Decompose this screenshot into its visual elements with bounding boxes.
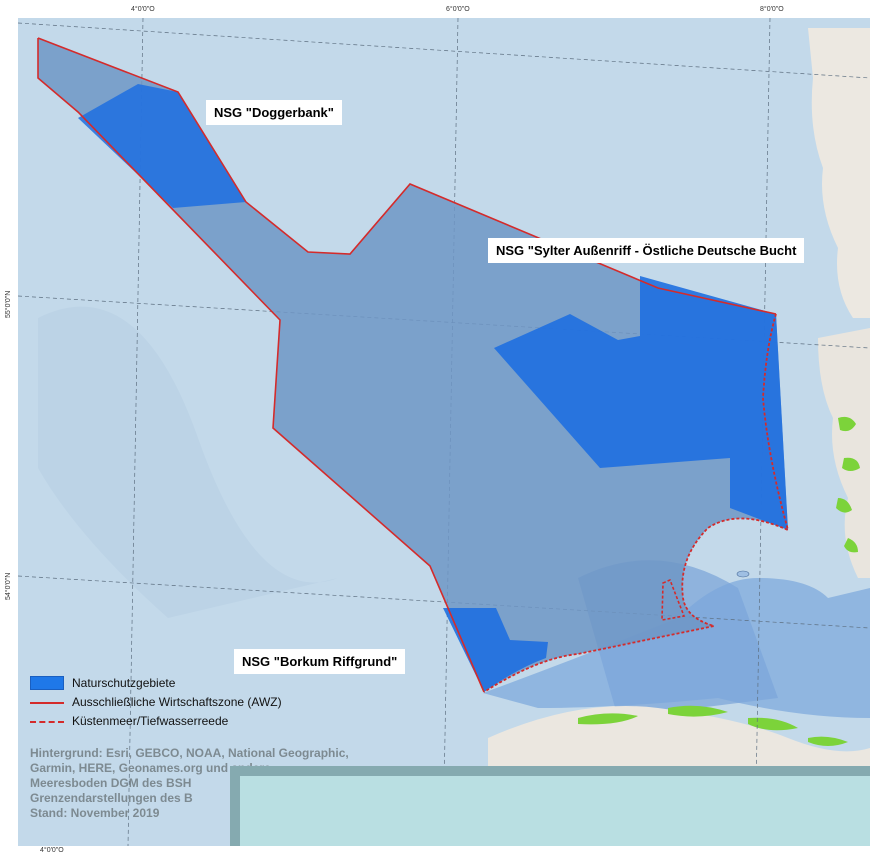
attribution-line: Stand: November 2019: [30, 806, 160, 820]
legend-label: Ausschließliche Wirtschaftszone (AWZ): [72, 694, 282, 709]
attribution-line: Meeresboden DGM des BSH: [30, 776, 192, 790]
sea-shade: [38, 306, 338, 618]
nsg-sylter-aussenriff[interactable]: [494, 276, 788, 530]
map-legend: Naturschutzgebiete Ausschließliche Wirts…: [30, 673, 460, 730]
fill-swatch-icon: [30, 675, 64, 690]
coord-left-55n: 55°0'0"N: [5, 290, 12, 318]
coastal-shelf: [483, 578, 870, 718]
helgoland-island: [736, 570, 750, 578]
legend-label: Küstenmeer/Tiefwasserreede: [72, 713, 229, 728]
legend-item-naturschutzgebiete: Naturschutzgebiete: [30, 673, 460, 692]
tiefwasserreede: [661, 578, 686, 621]
label-borkum-riffgrund: NSG "Borkum Riffgrund": [234, 649, 406, 674]
label-doggerbank: NSG "Doggerbank": [206, 100, 342, 125]
attribution-line: Garmin, HERE, Geonames.org und andere: [30, 761, 271, 775]
line-swatch-icon: [30, 696, 64, 708]
legend-label: Naturschutzgebiete: [72, 675, 176, 690]
awz-boundary: [37, 37, 777, 315]
attribution-line: Hintergrund: Esri, GEBCO, NOAA, National…: [30, 746, 349, 760]
coord-bottom-4e: 4°0'0"O: [40, 847, 64, 854]
coord-top-8e: 8°0'0"O: [760, 6, 784, 13]
overlay-panel: [230, 766, 870, 846]
awz-boundary: [37, 38, 485, 693]
nsg-doggerbank[interactable]: [78, 84, 246, 208]
map-canvas[interactable]: [18, 18, 870, 846]
land-coast-east: [818, 328, 870, 578]
attribution-line: Grenzendarstellungen des B: [30, 791, 193, 805]
map-attribution: Hintergrund: Esri, GEBCO, NOAA, National…: [30, 746, 349, 821]
coord-top-6e: 6°0'0"O: [446, 6, 470, 13]
label-sylter-aussenriff: NSG "Sylter Außenriff - Östliche Deutsch…: [488, 238, 805, 263]
territorial-boundary: [483, 313, 790, 693]
coord-left-54n: 54°0'0"N: [5, 572, 12, 600]
land-denmark: [808, 28, 870, 318]
map-frame[interactable]: NSG "Doggerbank" NSG "Sylter Außenriff -…: [18, 18, 870, 846]
legend-item-awz: Ausschließliche Wirtschaftszone (AWZ): [30, 692, 460, 711]
nsg-borkum-riffgrund[interactable]: [443, 608, 548, 692]
coord-top-4e: 4°0'0"O: [131, 6, 155, 13]
legend-item-kuestenmeer: Küstenmeer/Tiefwasserreede: [30, 711, 460, 730]
tidal-flats: [578, 705, 848, 746]
dashed-line-swatch-icon: [30, 715, 64, 727]
